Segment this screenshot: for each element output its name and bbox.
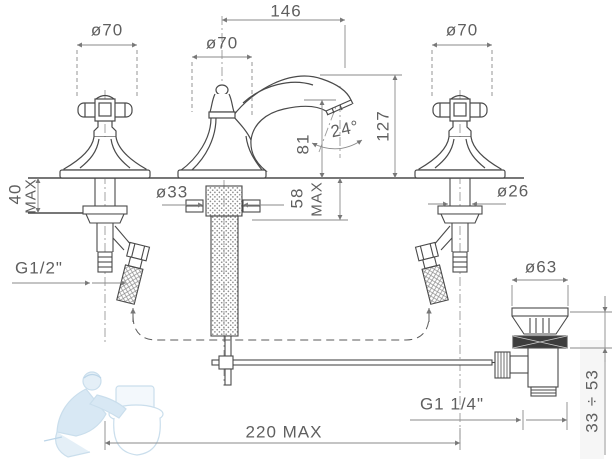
- dim-waste-flange-diameter: ø63: [524, 257, 558, 277]
- dim-spout-reach: 146: [270, 1, 302, 21]
- dim-spout-shank-diameter: ø33: [155, 182, 189, 202]
- dim-supply-thread: G1/2": [15, 258, 63, 278]
- dim-spout-diameter: ø70: [205, 33, 239, 53]
- dim-spout-height: 127: [373, 110, 393, 142]
- dim-deck-max-side-word: MAX: [22, 178, 40, 214]
- hose-routing-dashed: [130, 308, 432, 341]
- right-handle: [414, 94, 506, 179]
- left-valve-tail: [82, 178, 151, 305]
- left-handle: [59, 94, 151, 179]
- right-valve-tail: [414, 177, 483, 306]
- dim-deck-max-center-word: MAX: [308, 181, 326, 217]
- dim-handle-left-diameter: ø70: [90, 20, 124, 40]
- watermark-band: [580, 340, 604, 459]
- drain-assembly: [494, 307, 569, 397]
- dim-clamp-range: 33 ÷ 53: [582, 369, 602, 433]
- dim-valve-shank-diameter: ø26: [496, 181, 530, 201]
- dimension-lines: [12, 17, 612, 455]
- dim-outlet-height: 81: [293, 133, 313, 155]
- dim-waste-thread: G1 1/4": [419, 394, 485, 414]
- watermark-plumber: [43, 371, 164, 458]
- dim-hole-spread: 220 MAX: [245, 422, 323, 442]
- dim-handle-right-diameter: ø70: [445, 20, 479, 40]
- dim-deck-max-center-value: 58: [287, 187, 307, 209]
- spout: [177, 75, 354, 179]
- dim-deck-max-side-value: 40: [5, 183, 25, 205]
